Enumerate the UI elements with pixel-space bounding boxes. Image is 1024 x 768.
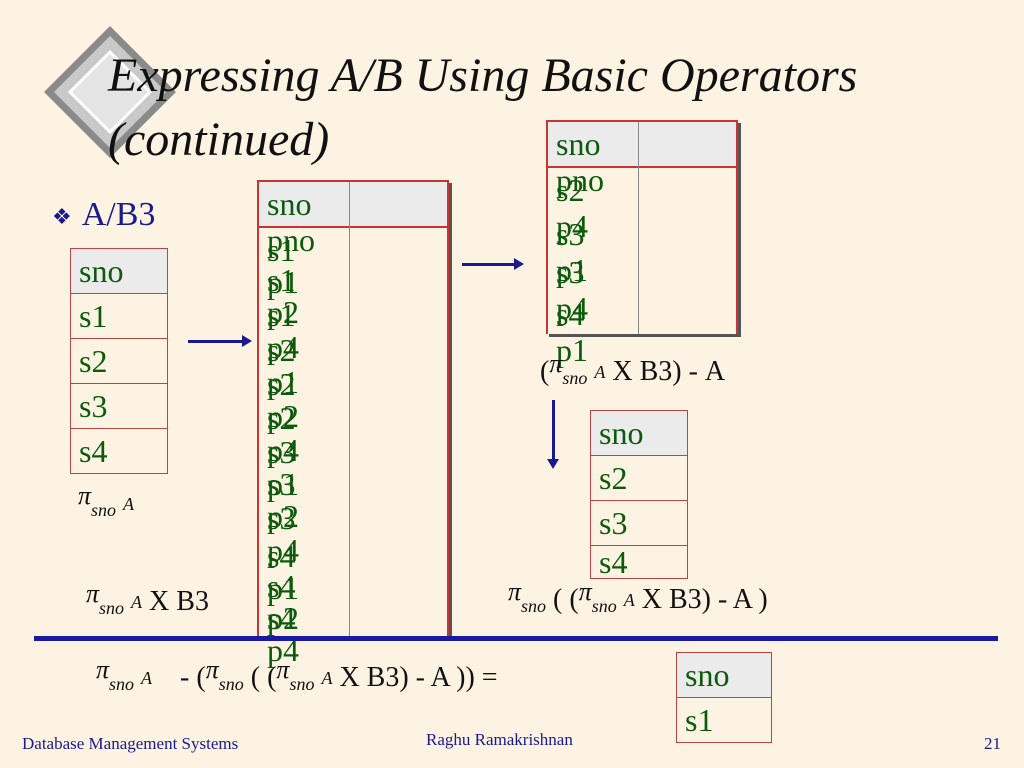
table-row: s2 <box>590 455 688 501</box>
arrow-right-icon <box>188 335 252 347</box>
diamond-bullet-icon: ❖ <box>52 204 72 230</box>
table-row: s2 <box>70 338 168 384</box>
table-row: s3 <box>590 500 688 546</box>
table-row: s3 <box>70 383 168 429</box>
bullet-item: ❖ A/B3 <box>52 196 155 234</box>
table-result: sno s1 <box>676 652 772 743</box>
table-difference: snopno s2p4 s3p1 s3p4 s4p1 <box>546 120 738 368</box>
table-row: s1p2 <box>267 262 299 330</box>
footer-left: Database Management Systems <box>22 734 239 753</box>
table-row: s2p4 <box>267 400 299 468</box>
formula-cross-product: πsno A X B3 <box>86 579 209 618</box>
table-header: sno <box>590 410 688 456</box>
formula-final: πsno A - (πsno ( (πsno A X B3) - A )) = <box>96 655 498 694</box>
diamond-logo <box>44 26 176 158</box>
formula-proj-a: πsno A <box>78 481 135 520</box>
table-header-row: snopno <box>556 126 604 198</box>
table-row: s4p4 <box>267 600 299 668</box>
table-row: s4 <box>70 428 168 474</box>
table-row: s4p1 <box>267 538 299 606</box>
table-row: s2p2 <box>267 366 299 434</box>
formula-projected-difference: πsno ( (πsno A X B3) - A ) <box>508 577 768 616</box>
table-row: s2p4 <box>556 172 588 244</box>
table-projected-difference: sno s2 s3 s4 <box>590 410 688 579</box>
table-row: s4p1 <box>556 296 588 368</box>
table-row: s3p4 <box>556 254 588 326</box>
divider-line <box>34 636 998 641</box>
table-row: s1 <box>676 697 772 743</box>
table-row: s3p1 <box>556 216 588 288</box>
formula-difference: (πsno A X B3) - A <box>540 349 726 388</box>
table-header-row: snopno <box>267 186 315 258</box>
page-number: 21 <box>984 734 1001 753</box>
table-row: s1 <box>70 293 168 339</box>
table-row: s4 <box>590 545 688 579</box>
table-header: sno <box>676 652 772 698</box>
table-row: s3p2 <box>267 466 299 534</box>
arrow-right-icon <box>462 258 524 270</box>
table-cross-product: snopno s1p1 s1p2 s1p4 s2p1 s2p2 s2p4 s3p… <box>257 180 449 666</box>
bullet-text: A/B3 <box>81 196 156 233</box>
arrow-down-icon <box>547 400 559 469</box>
table-a-header: sno <box>70 248 168 294</box>
table-row: s3p4 <box>267 500 299 568</box>
slide-title: Expressing A/B Using Basic Operators (co… <box>108 49 858 166</box>
footer-center: Raghu Ramakrishnan <box>426 730 573 749</box>
table-row: s4p2 <box>267 568 299 636</box>
table-row: s1p1 <box>267 232 299 300</box>
table-row: s2p1 <box>267 332 299 400</box>
table-a: sno s1 s2 s3 s4 <box>70 248 168 474</box>
table-row: s1p4 <box>267 297 299 365</box>
table-row: s3p1 <box>267 434 299 502</box>
